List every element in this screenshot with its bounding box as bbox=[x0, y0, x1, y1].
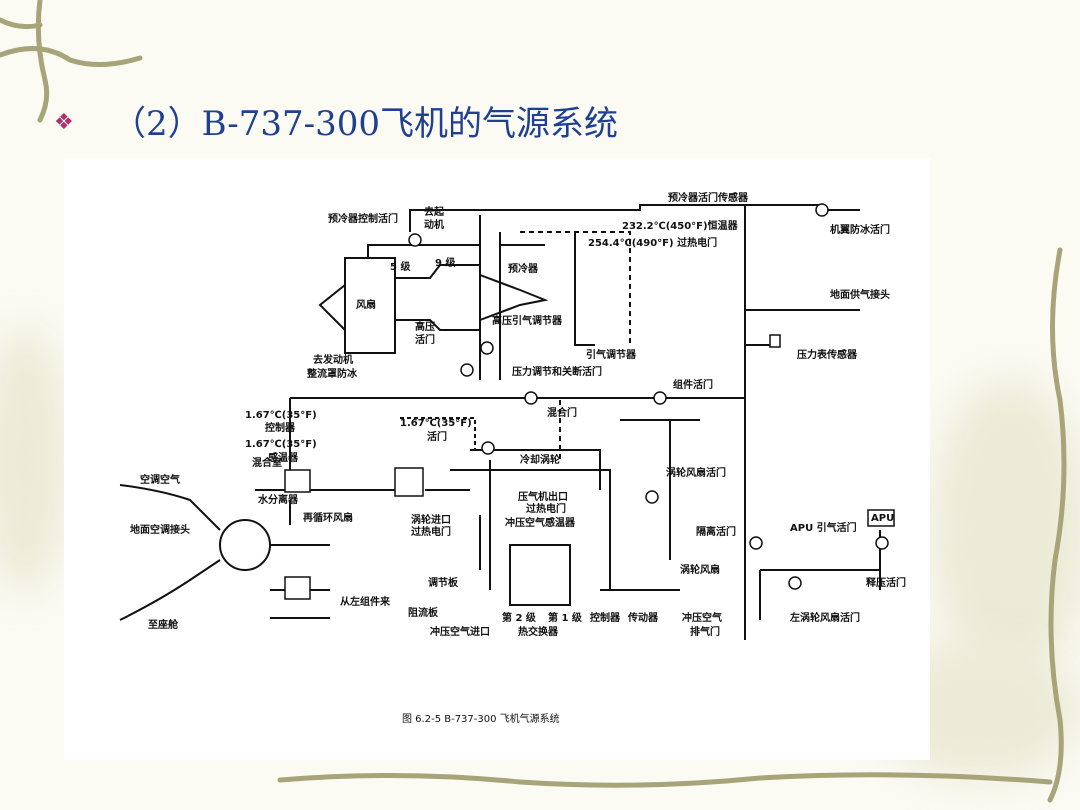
label-water-separator: 水分离器 bbox=[258, 495, 298, 506]
label-prsov: 压力调节和关断活门 bbox=[512, 367, 602, 378]
label-ground-ac-connector: 地面空调接头 bbox=[130, 525, 190, 536]
label-ram-exhaust: 冲压空气 bbox=[682, 613, 722, 624]
label-to-engine: 去发动机 bbox=[313, 355, 353, 366]
label-stage-5: 5 级 bbox=[390, 262, 411, 273]
label-isolation-valve: 隔离活门 bbox=[696, 527, 736, 538]
label-stage-2: 第 2 级 bbox=[502, 613, 536, 624]
diamond-bullet-icon: ❖ bbox=[54, 110, 74, 135]
label-turbine-fan: 涡轮风扇 bbox=[680, 565, 720, 576]
label-ram-air-sensor: 冲压空气感温器 bbox=[505, 518, 575, 529]
label-overheat-switch: 254.4℃(490°F) 过热电门 bbox=[588, 238, 718, 249]
label-ground-air-connector: 地面供气接头 bbox=[830, 290, 890, 301]
label-thermostat: 232.2℃(450°F)恒温器 bbox=[622, 221, 738, 232]
background-blot bbox=[0, 330, 70, 590]
label-ram-exhaust-2: 排气门 bbox=[690, 627, 720, 638]
label-valve: 活门 bbox=[427, 432, 447, 443]
label-stage-1: 第 1 级 bbox=[548, 613, 582, 624]
label-compressor-outlet: 压气机出口 bbox=[518, 492, 568, 503]
label-recirc-fan: 再循环风扇 bbox=[303, 513, 353, 524]
label-from-left-pack: 从左组件来 bbox=[340, 597, 390, 608]
label-turbine-inlet: 涡轮进口 bbox=[411, 515, 451, 526]
label-turbine-inlet-2: 过热电门 bbox=[411, 527, 451, 538]
diagram-paper bbox=[64, 158, 930, 760]
label-pressure-sensor: 压力表传感器 bbox=[797, 350, 857, 361]
label-cowl-anti-ice: 整流罩防冰 bbox=[307, 369, 357, 380]
label-left-turbine-fan-valve: 左涡轮风扇活门 bbox=[790, 613, 860, 624]
label-bleed-regulator: 引气调节器 bbox=[586, 350, 636, 361]
label-relief-valve: 释压活门 bbox=[866, 578, 906, 589]
label-overheat-switch-2: 过热电门 bbox=[526, 504, 566, 515]
label-mix-valve: 混合门 bbox=[547, 408, 577, 419]
label-to-starter-2: 动机 bbox=[424, 220, 444, 231]
label-ram-inlet: 冲压空气进口 bbox=[430, 627, 490, 638]
label-fan: 风扇 bbox=[356, 300, 376, 311]
background-blot bbox=[930, 380, 1080, 680]
slide-title: （2）B-737-300飞机的气源系统 bbox=[112, 104, 619, 144]
label-deflector: 阻流板 bbox=[408, 608, 438, 619]
label-to-cabin: 至座舱 bbox=[148, 620, 178, 631]
label-temp-2: 1.67℃(35°F) bbox=[400, 418, 472, 429]
label-cooling-turbine: 冷却涡轮 bbox=[520, 455, 560, 466]
label-temp-sensor: 感温器 bbox=[268, 453, 298, 464]
label-heat-exchanger: 热交换器 bbox=[518, 627, 558, 638]
label-modulating-panel: 调节板 bbox=[428, 578, 458, 589]
label-apu-bleed-valve: APU 引气活门 bbox=[790, 523, 857, 534]
label-to-starter: 去起 bbox=[424, 207, 444, 218]
label-controller: 控制器 bbox=[265, 423, 295, 434]
figure-caption: 图 6.2-5 B-737-300 飞机气源系统 bbox=[402, 714, 560, 725]
label-hp-bleed-regulator: 高压引气调节器 bbox=[492, 316, 562, 327]
label-stage-9: 9 级 bbox=[435, 258, 456, 269]
label-hp-valve-2: 活门 bbox=[415, 335, 435, 346]
label-precooler-valve-sensor: 预冷器活门传感器 bbox=[668, 193, 748, 204]
label-temp-3: 1.67℃(35°F) bbox=[245, 439, 317, 450]
label-precooler-control-valve: 预冷器控制活门 bbox=[328, 214, 398, 225]
label-actuator: 传动器 bbox=[628, 613, 658, 624]
label-temp-1: 1.67℃(35°F) bbox=[245, 410, 317, 421]
label-wing-anti-ice-valve: 机翼防冰活门 bbox=[830, 225, 890, 236]
label-mix-chamber: 混合室 bbox=[252, 458, 282, 469]
label-pack-valve: 组件活门 bbox=[673, 380, 713, 391]
label-precooler: 预冷器 bbox=[508, 264, 538, 275]
label-controller-2: 控制器 bbox=[590, 613, 620, 624]
label-conditioned-air: 空调空气 bbox=[140, 475, 180, 486]
label-apu: APU bbox=[871, 513, 895, 524]
label-hp-valve: 高压 bbox=[415, 322, 435, 333]
label-turbine-fan-valve: 涡轮风扇活门 bbox=[666, 468, 726, 479]
